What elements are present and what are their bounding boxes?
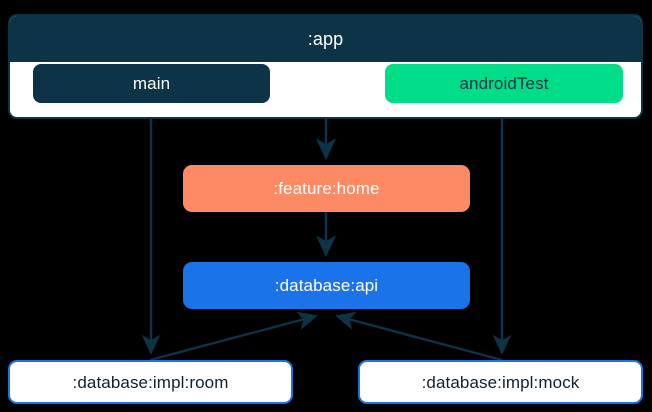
node-database-api[interactable]: :database:api <box>183 262 470 309</box>
node-database-impl-room-label: :database:impl:room <box>72 372 229 392</box>
node-androidtest-label: androidTest <box>459 74 549 93</box>
node-database-impl-mock[interactable]: :database:impl:mock <box>358 360 643 404</box>
node-main[interactable]: main <box>33 64 270 103</box>
node-database-api-label: :database:api <box>274 276 379 295</box>
node-database-impl-mock-label: :database:impl:mock <box>421 372 580 392</box>
node-feature-home-label: :feature:home <box>273 179 380 198</box>
node-feature-home[interactable]: :feature:home <box>183 165 470 212</box>
edge-database-impl-room-to-database-api <box>149 311 318 362</box>
subgraph-app-label: :app <box>307 29 344 49</box>
node-main-label: main <box>132 74 171 93</box>
subgraph-app-header: :app <box>10 16 641 62</box>
node-androidtest[interactable]: androidTest <box>385 64 623 103</box>
edge-database-impl-mock-to-database-api <box>335 311 503 362</box>
node-database-impl-room[interactable]: :database:impl:room <box>8 360 293 404</box>
